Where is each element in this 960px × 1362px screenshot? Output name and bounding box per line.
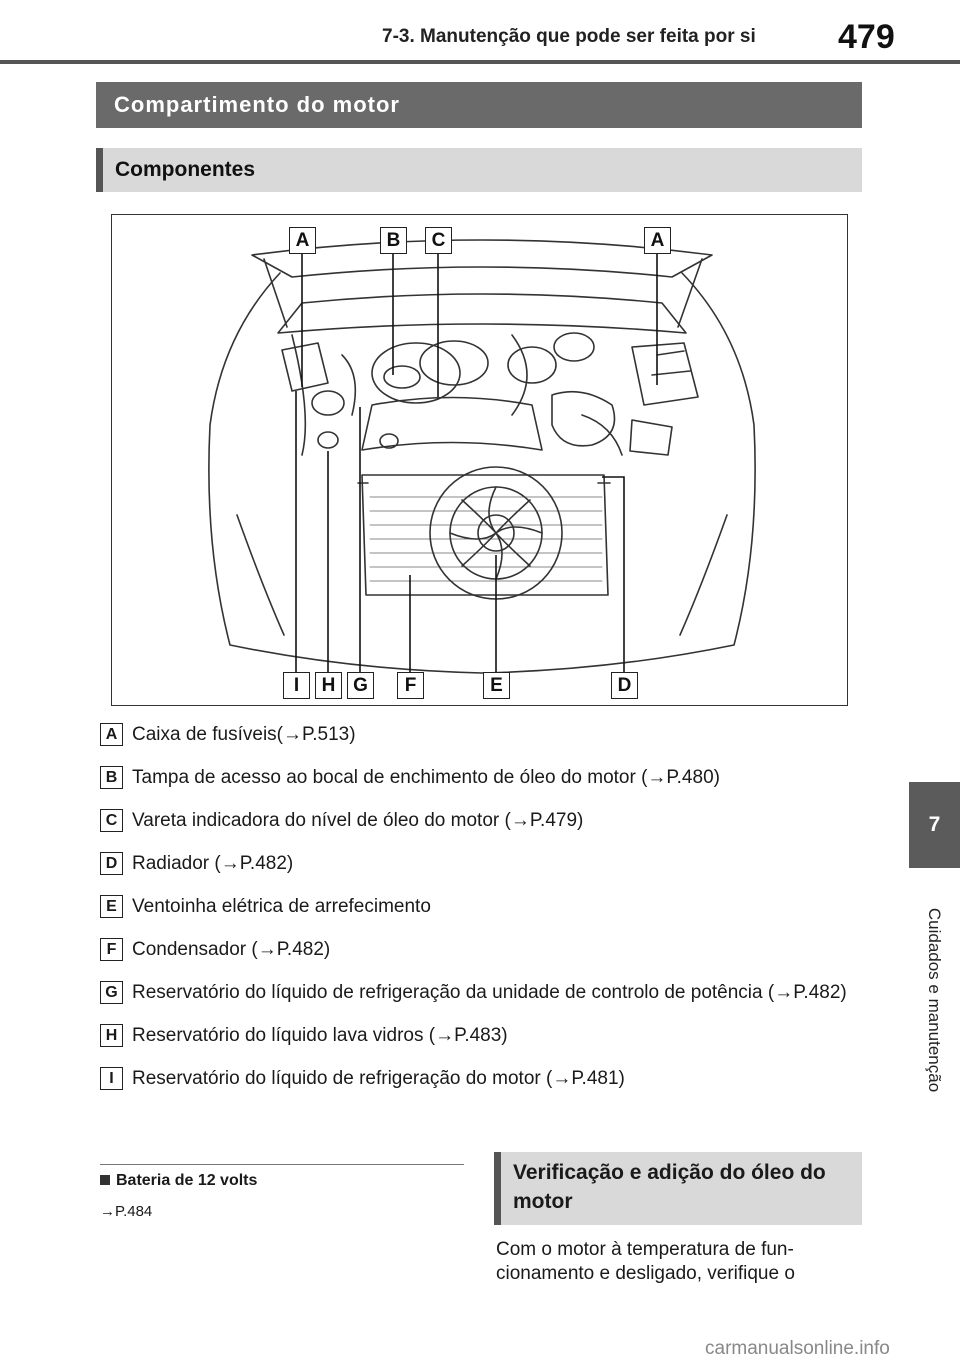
section-title: Compartimento do motor [96,82,862,128]
item-letter-badge: A [100,723,123,746]
figure-label-b: B [380,227,407,254]
chapter-side-label: Cuidados e manutenção [925,907,944,1093]
item-text: Caixa de fusíveis(→P.513) [132,724,356,745]
figure-label-f: F [397,672,424,699]
figure-label-c: C [425,227,452,254]
figure-label-a: A [289,227,316,254]
list-item: E Ventoinha elétrica de arrefecimento [100,892,860,922]
verification-heading: Verificação e adição do óleo do motor [494,1152,862,1225]
figure-label-h: H [315,672,342,699]
list-item: C Vareta indicadora do nível de óleo do … [100,806,860,836]
header-section-title: 7-3. Manutenção que pode ser feita por s… [382,26,756,47]
item-text: Reservatório do líquido lava vidros (→P.… [132,1025,508,1046]
item-text: Radiador (→P.482) [132,853,294,874]
figure-label-i: I [283,672,310,699]
figure-label-a-right: A [644,227,671,254]
item-letter-badge: F [100,938,123,961]
list-item: A Caixa de fusíveis(→P.513) [100,720,860,750]
list-item: H Reservatório do líquido lava vidros (→… [100,1021,860,1051]
note-heading: Bateria de 12 volts [100,1172,257,1190]
item-letter-badge: C [100,809,123,832]
engine-illustration [208,239,756,674]
item-letter-badge: H [100,1024,123,1047]
header-rule [0,60,960,64]
list-item: B Tampa de acesso ao bocal de enchimento… [100,763,860,793]
page-number: 479 [838,18,895,56]
list-item: I Reservatório do líquido de refrigeraçã… [100,1064,860,1094]
item-letter-badge: E [100,895,123,918]
item-text: Condensador (→P.482) [132,939,331,960]
list-item: D Radiador (→P.482) [100,849,860,879]
components-list: A Caixa de fusíveis(→P.513) B Tampa de a… [100,720,860,1107]
watermark: carmanualsonline.info [705,1338,890,1359]
square-bullet-icon [100,1175,110,1185]
list-item: G Reservatório do líquido de refrigeraçã… [100,978,860,1008]
engine-compartment-figure: A B C A I H G F E D [111,214,848,706]
figure-label-d: D [611,672,638,699]
item-letter-badge: D [100,852,123,875]
list-item: F Condensador (→P.482) [100,935,860,965]
verification-body-text: Com o motor à temperatura de fun-cioname… [496,1239,795,1284]
subsection-title: Componentes [96,148,862,192]
note-title-text: Bateria de 12 volts [116,1172,258,1189]
item-letter-badge: G [100,981,123,1004]
item-letter-badge: I [100,1067,123,1090]
item-text: Ventoinha elétrica de arrefecimento [132,896,431,917]
item-text: Tampa de acesso ao bocal de enchimento d… [132,767,720,788]
chapter-tab: 7 [909,782,960,868]
item-letter-badge: B [100,766,123,789]
figure-label-g: G [347,672,374,699]
figure-label-e: E [483,672,510,699]
item-text: Reservatório do líquido de refrigeração … [132,982,847,1003]
item-text: Reservatório do líquido de refrigeração … [132,1068,625,1089]
item-text: Vareta indicadora do nível de óleo do mo… [132,810,584,831]
note-page-reference: →P.484 [100,1203,153,1220]
note-divider [100,1164,464,1165]
